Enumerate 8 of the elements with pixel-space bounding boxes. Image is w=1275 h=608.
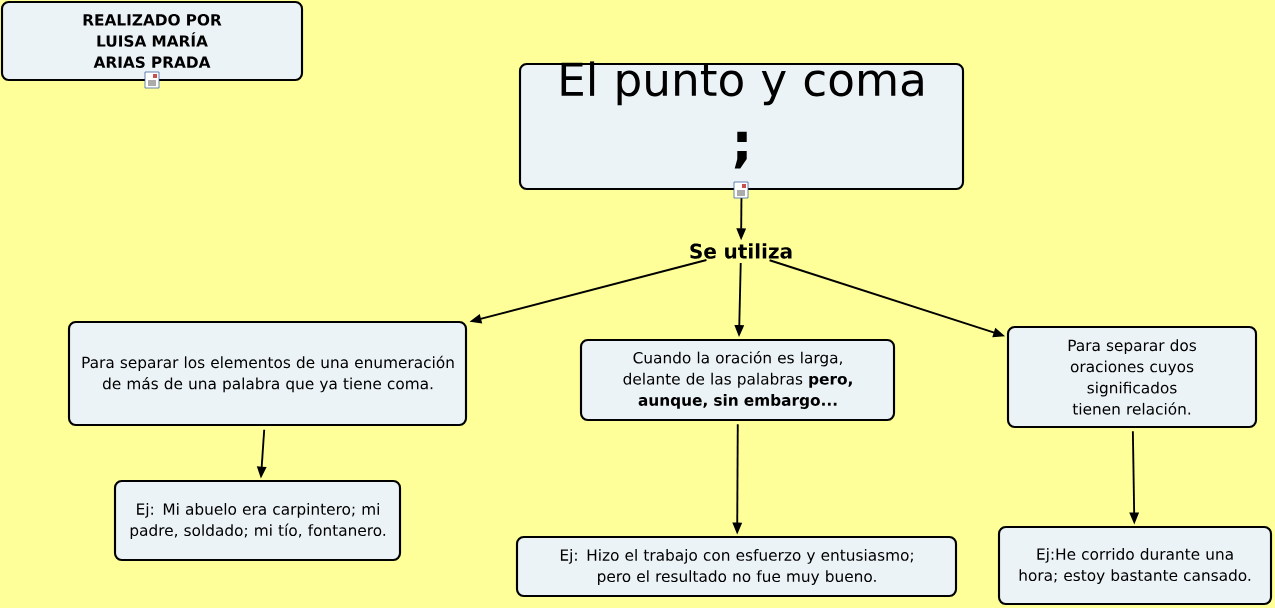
example-box: Ej: Mi abuelo era carpintero; mi padre, soldado; mi tío, fontanero. <box>113 479 402 562</box>
author-box: REALIZADO POR LUISA MARÍA ARIAS PRADA <box>0 0 304 82</box>
concept-box: Cuando la oración es larga, delante de las palabras pero, aunque, sin embargo... <box>579 338 896 422</box>
example-box: Ej: Hizo el trabajo con esfuerzo y entusiasmo; pero el resultado no fue muy bueno. <box>515 535 958 598</box>
concept-box: Para separar los elementos de una enumeración de más de una palabra que ya tiene coma. <box>67 320 468 427</box>
linking-phrase: Se utiliza <box>690 243 792 259</box>
example-box: Ej:He corrido durante una hora; estoy bastante cansado. <box>997 525 1273 606</box>
concept-box: Para separar dos oraciones cuyos significados tienen relación. <box>1006 325 1258 429</box>
